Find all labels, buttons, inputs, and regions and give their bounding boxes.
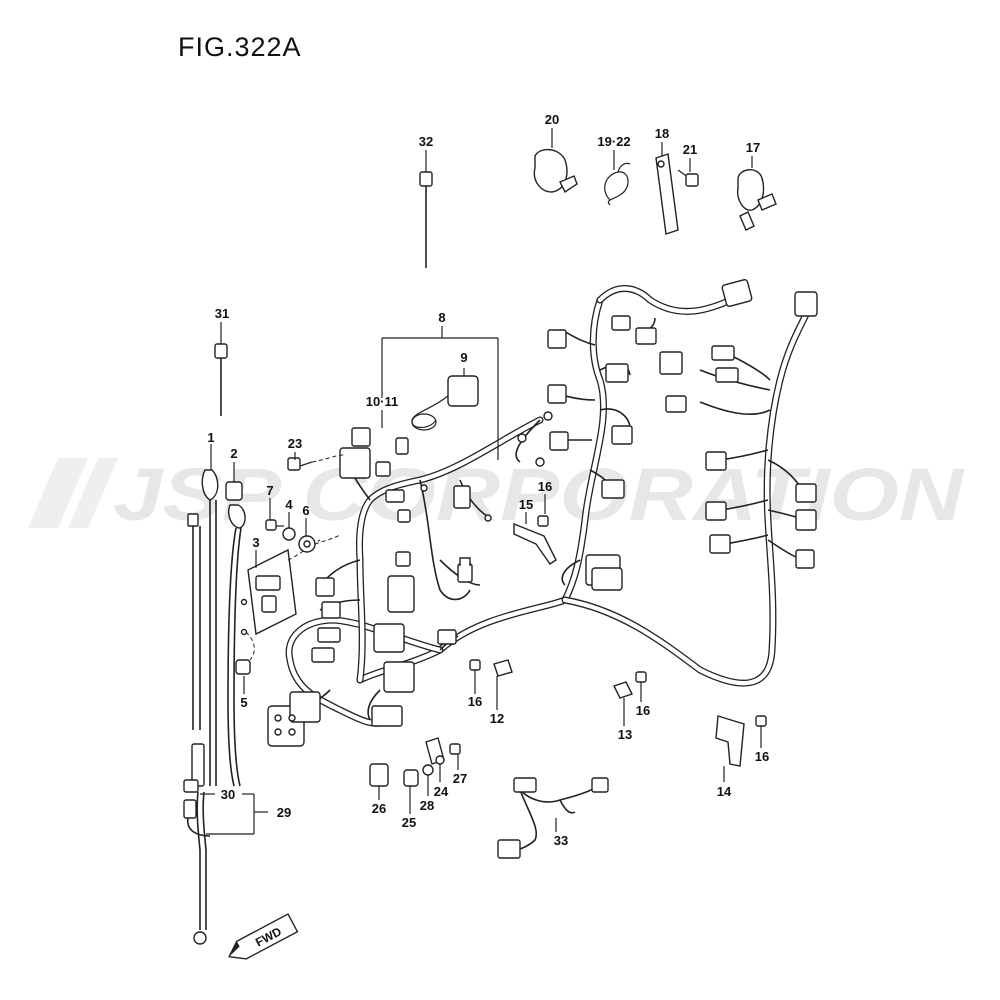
callout-14: 14 [717,784,732,799]
part-23-bolt [287,454,346,471]
fwd-arrow: FWD [228,913,299,960]
part-31-cable-tie [214,343,228,416]
callout-16-c: 16 [636,703,650,718]
callout-18: 18 [655,126,669,141]
part-17-clamp [737,169,777,231]
part-1-battery-cable [201,469,219,786]
part-24-clip [425,737,445,765]
part-2-cap [225,481,243,501]
leader-lines [200,128,762,835]
callout-12: 12 [490,711,504,726]
part-20-clamp [533,149,578,194]
callout-33: 33 [554,833,568,848]
callout-16-a: 16 [538,479,552,494]
callout-32: 32 [419,134,433,149]
callout-23: 23 [288,436,302,451]
part-6-grommet [298,534,341,553]
part-33-sub-harness [497,777,609,859]
callout-2: 2 [230,446,237,461]
part-18-bracket [655,153,679,235]
callout-4: 4 [285,497,293,512]
part-9-sensor [411,375,479,431]
part-19-22-clip [604,162,631,206]
part-29-30-battery-leads [183,513,211,945]
callout-26: 26 [372,801,386,816]
part-13-clip [613,671,647,699]
harness-connectors [267,278,818,747]
callout-1: 1 [207,430,214,445]
callout-19-22: 19·22 [597,134,630,149]
callout-16-d: 16 [755,749,769,764]
callout-29: 29 [277,805,291,820]
callout-17: 17 [746,140,760,155]
part-3-fuse-plate [240,539,321,661]
part-4-collar [282,527,296,541]
callout-5: 5 [240,695,247,710]
callout-6: 6 [302,503,309,518]
callout-16-b: 16 [468,694,482,709]
callout-8: 8 [438,310,445,325]
callout-10-11: 10·11 [366,394,399,409]
callout-3: 3 [252,535,259,550]
part-15-bracket [513,515,557,565]
part-26-cap [369,763,389,787]
part-25-cap [403,769,419,787]
callout-25: 25 [402,815,416,830]
part-7-screw [265,519,284,531]
callout-7: 7 [266,483,273,498]
callout-24: 24 [434,784,449,799]
callout-15: 15 [519,497,533,512]
figure-title: FIG.322A [178,32,302,62]
callout-labels: 32 31 20 19·22 18 21 17 8 9 10·11 1 2 23… [207,112,769,848]
part-27-bolt [449,743,461,755]
part-21-bolt [677,169,699,187]
ground-cable [227,504,246,787]
main-harness [285,284,814,727]
callout-28: 28 [420,798,434,813]
callout-27: 27 [453,771,467,786]
callout-20: 20 [545,112,559,127]
part-32-cable-tie [419,171,433,268]
callout-31: 31 [215,306,229,321]
callout-21: 21 [683,142,697,157]
part-5-collar [235,659,251,675]
callout-9: 9 [460,350,467,365]
callout-13: 13 [618,727,632,742]
part-12-clip [469,659,513,677]
part-28-washer [422,764,434,776]
callout-30: 30 [221,787,235,802]
